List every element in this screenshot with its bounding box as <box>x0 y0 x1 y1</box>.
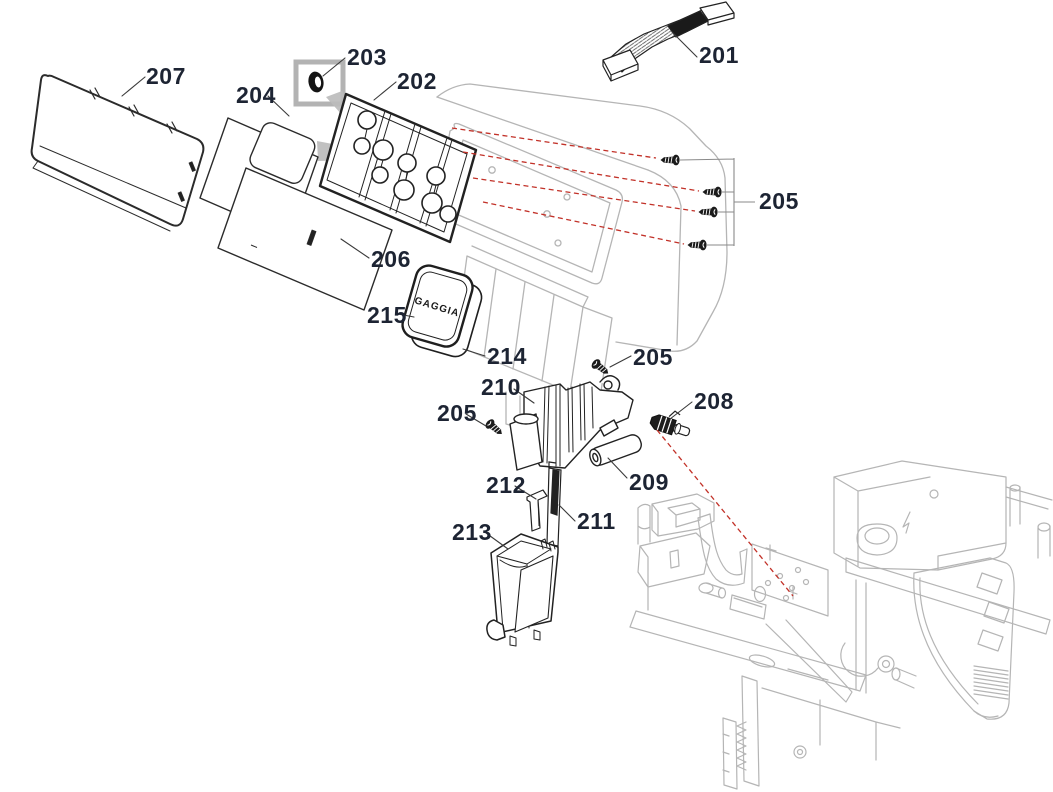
part-label-205-mid: 205 <box>633 344 673 370</box>
part-201-ribbon-cable <box>602 1 735 82</box>
part-label-202: 202 <box>397 68 437 94</box>
part-215-gaggia-badge: GAGGIA <box>401 264 474 348</box>
part-210-bracket <box>509 375 634 471</box>
part-label-206: 206 <box>371 246 411 272</box>
part-label-214: 214 <box>487 343 527 369</box>
part-label-201: 201 <box>699 42 739 68</box>
part-label-213: 213 <box>452 519 492 545</box>
screw-group-bracket <box>679 158 755 246</box>
part-label-203: 203 <box>347 44 387 70</box>
part-203-callout-box <box>293 59 346 107</box>
part-label-212: 212 <box>486 472 526 498</box>
part-209-roller <box>589 434 642 467</box>
part-207-display-cover <box>30 74 205 232</box>
part-label-208: 208 <box>694 388 734 414</box>
part-label-210: 210 <box>481 374 521 400</box>
part-label-207: 207 <box>146 63 186 89</box>
part-203-grommet <box>308 71 324 93</box>
part-211-strip <box>546 461 562 547</box>
part-208-fitting <box>649 410 691 437</box>
part-label-215: 215 <box>367 302 407 328</box>
part-label-211: 211 <box>577 508 616 534</box>
leader-lines <box>121 31 698 550</box>
red-dashed-lines <box>451 127 794 597</box>
part-213-container <box>486 533 559 647</box>
part-label-205-right: 205 <box>759 188 799 214</box>
part-label-205-left: 205 <box>437 400 477 426</box>
machine-base-chassis <box>629 460 1053 790</box>
part-label-209: 209 <box>629 469 669 495</box>
part-212-clip <box>526 489 548 532</box>
part-label-204: 204 <box>236 82 276 108</box>
part-202-button-panel <box>318 92 478 244</box>
